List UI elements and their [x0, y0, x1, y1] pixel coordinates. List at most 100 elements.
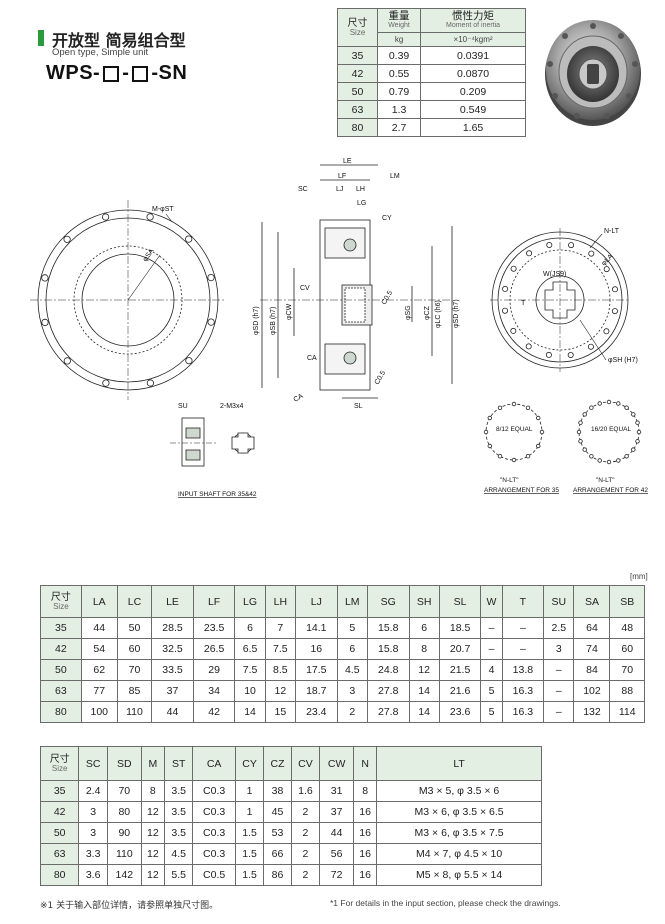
table-cell: 4 [480, 659, 503, 681]
table-cell: 10 [234, 680, 266, 702]
bolt-hole [635, 439, 640, 444]
table-cell: M3 × 6, φ 3.5 × 6.5 [376, 801, 542, 823]
bolt-hole [511, 457, 517, 463]
table-cell: 70 [609, 659, 645, 681]
table-cell: 14 [408, 680, 440, 702]
table-cell: 86 [263, 864, 292, 886]
table-cell: 110 [116, 701, 153, 723]
label-lc: φLC (h6) [435, 300, 442, 328]
table-cell: 6 [336, 638, 368, 660]
bolt-hole [526, 250, 533, 257]
bolt-hole [207, 273, 215, 282]
table-cell: 114 [609, 701, 645, 723]
bolt-hole [510, 327, 517, 334]
size-cell: 42 [337, 64, 378, 83]
table-cell: – [543, 680, 575, 702]
column-header: SH [408, 585, 440, 618]
weight-unit: kg [376, 32, 422, 47]
column-header: CV [290, 746, 321, 781]
size-cell: 80 [39, 864, 80, 886]
size-cell: 42 [39, 801, 80, 823]
table-cell: – [480, 617, 503, 639]
bolt-hole [63, 235, 71, 243]
bolt-hole [597, 458, 602, 463]
column-header: LE [151, 585, 194, 618]
column-header: LG [234, 585, 266, 618]
table-cell: 110 [106, 843, 142, 865]
bolt-hole [185, 235, 193, 243]
table-cell: 17.5 [295, 659, 338, 681]
column-header: SG [366, 585, 410, 618]
bolt-hole [576, 429, 582, 435]
table-cell: 12 [264, 680, 297, 702]
bolt-hole [568, 242, 575, 249]
column-header: LJ [295, 585, 338, 618]
table-cell: 14 [234, 701, 266, 723]
table-cell: 3 [336, 680, 368, 702]
column-header: SB [609, 585, 645, 618]
table-cell: 16 [295, 638, 338, 660]
model-suffix: -SN [151, 62, 188, 84]
bolt-hole [582, 412, 587, 417]
table-cell: 102 [573, 680, 611, 702]
bolt-hole [502, 285, 509, 292]
table-cell: 1.5 [234, 864, 265, 886]
bolt-hole [597, 401, 602, 406]
label-eq1620: 16/20 EQUAL [591, 426, 631, 433]
table-cell: M4 × 7, φ 4.5 × 10 [376, 843, 542, 865]
bolt-hole [606, 399, 612, 405]
table-cell: 12 [140, 801, 165, 823]
table-cell: 3 [78, 801, 108, 823]
table-cell: 23.6 [438, 701, 482, 723]
table-cell: 12 [140, 843, 165, 865]
table-cell: 34 [192, 680, 236, 702]
table-cell: M3 × 6, φ 3.5 × 7.5 [376, 822, 542, 844]
size-cell: 35 [40, 617, 82, 639]
table-cell: 50 [116, 617, 153, 639]
table-cell: 2 [290, 864, 321, 886]
label-sh: φSH (H7) [608, 357, 638, 364]
label-sc: SC [298, 186, 308, 193]
table-cell: 21.6 [438, 680, 482, 702]
bolt-hole [636, 429, 642, 435]
bolt-hole [487, 443, 492, 449]
label-ca-1: CA [307, 355, 317, 362]
table-cell: 12 [140, 864, 165, 886]
size-cell: 63 [40, 680, 82, 702]
table-cell: 62 [80, 659, 118, 681]
label-c05a: C0.5 [381, 290, 395, 306]
table-cell: 37 [151, 680, 194, 702]
table-cell: 1.5 [234, 843, 265, 865]
table-cell: 5 [480, 701, 503, 723]
bolt-hole [546, 241, 553, 248]
table-cell: 8 [353, 780, 378, 802]
table-cell: 3.5 [163, 801, 194, 823]
table-cell: 15.8 [366, 617, 410, 639]
inertia-cell: 0.0870 [420, 64, 526, 83]
label-sd: φSD (h7) [253, 306, 260, 335]
size-cell: 80 [337, 118, 378, 137]
label-nlt: N-LT [604, 228, 620, 235]
table-cell: 6.5 [234, 638, 266, 660]
column-header: N [353, 746, 378, 781]
table-cell: – [480, 638, 503, 660]
table-cell: 100 [80, 701, 118, 723]
bolt-hole [525, 343, 532, 350]
weight-cell: 2.7 [376, 118, 422, 137]
table-cell: 3.3 [78, 843, 108, 865]
table-cell: 132 [573, 701, 611, 723]
table-cell: 1.6 [290, 780, 321, 802]
hole-arrangement-42: 16/20 EQUAL "N-LT" ARRANGEMENT FOR 42 [573, 399, 648, 494]
size-header: 尺寸 Size [337, 8, 378, 47]
label-lh: LH [356, 186, 365, 193]
column-header: LM [336, 585, 368, 618]
inertia-cell: 0.0391 [420, 46, 526, 65]
inertia-cell: 1.65 [420, 118, 526, 137]
table-cell: 7 [264, 617, 297, 639]
front-view-right: N-LT φLA W(JS9) T φSH (H7) [490, 228, 638, 372]
